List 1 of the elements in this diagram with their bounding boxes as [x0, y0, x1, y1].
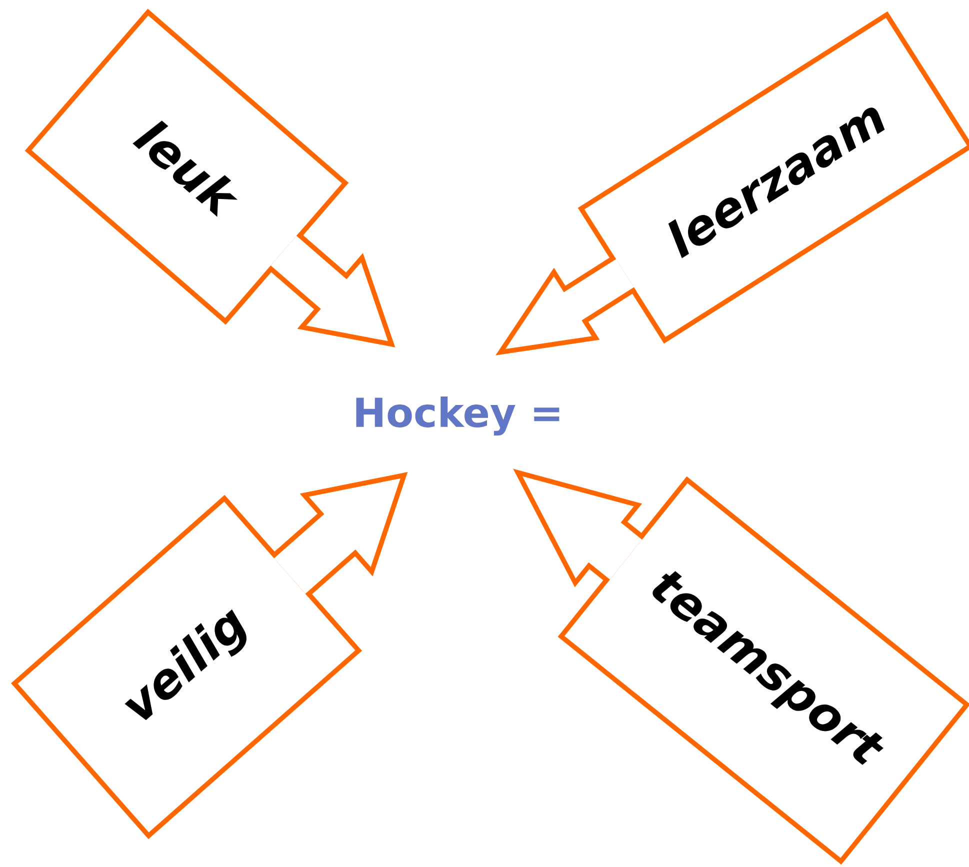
center-text: Hockey =	[356, 396, 560, 436]
